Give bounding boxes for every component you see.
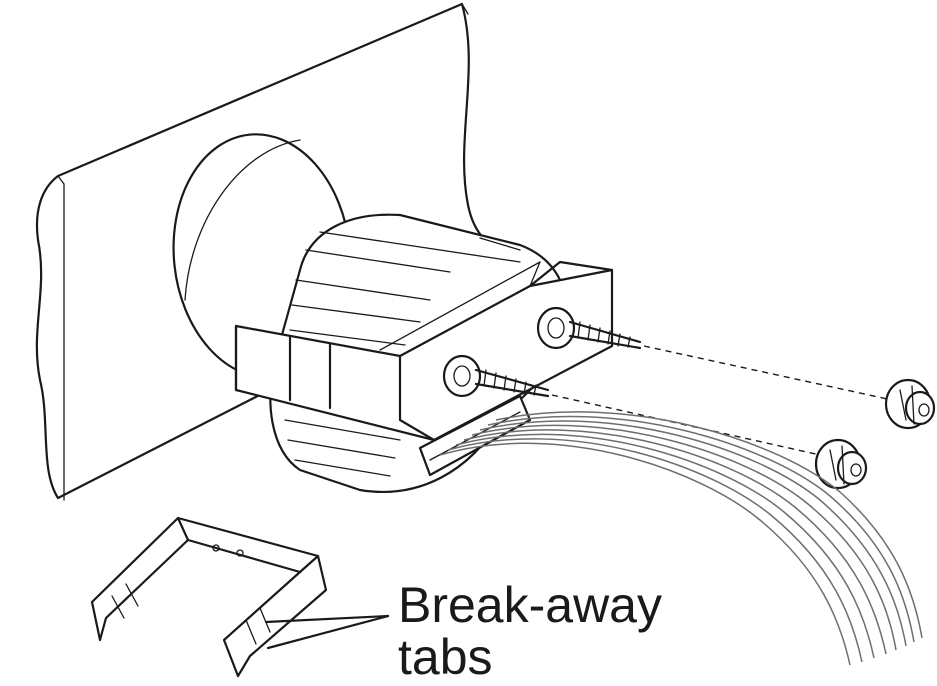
ribbon-cable — [439, 411, 923, 666]
callout-label-line2: tabs — [398, 629, 493, 685]
connector-block — [418, 394, 532, 477]
nut-lower — [814, 438, 868, 490]
nut-upper — [884, 378, 936, 430]
mounting-bracket — [234, 260, 614, 442]
spare-bracket — [90, 516, 328, 678]
callout-label-line1: Break-away — [398, 577, 662, 633]
upper-screw — [536, 306, 642, 350]
lower-screw — [442, 354, 550, 398]
callout-leaders — [264, 614, 390, 650]
